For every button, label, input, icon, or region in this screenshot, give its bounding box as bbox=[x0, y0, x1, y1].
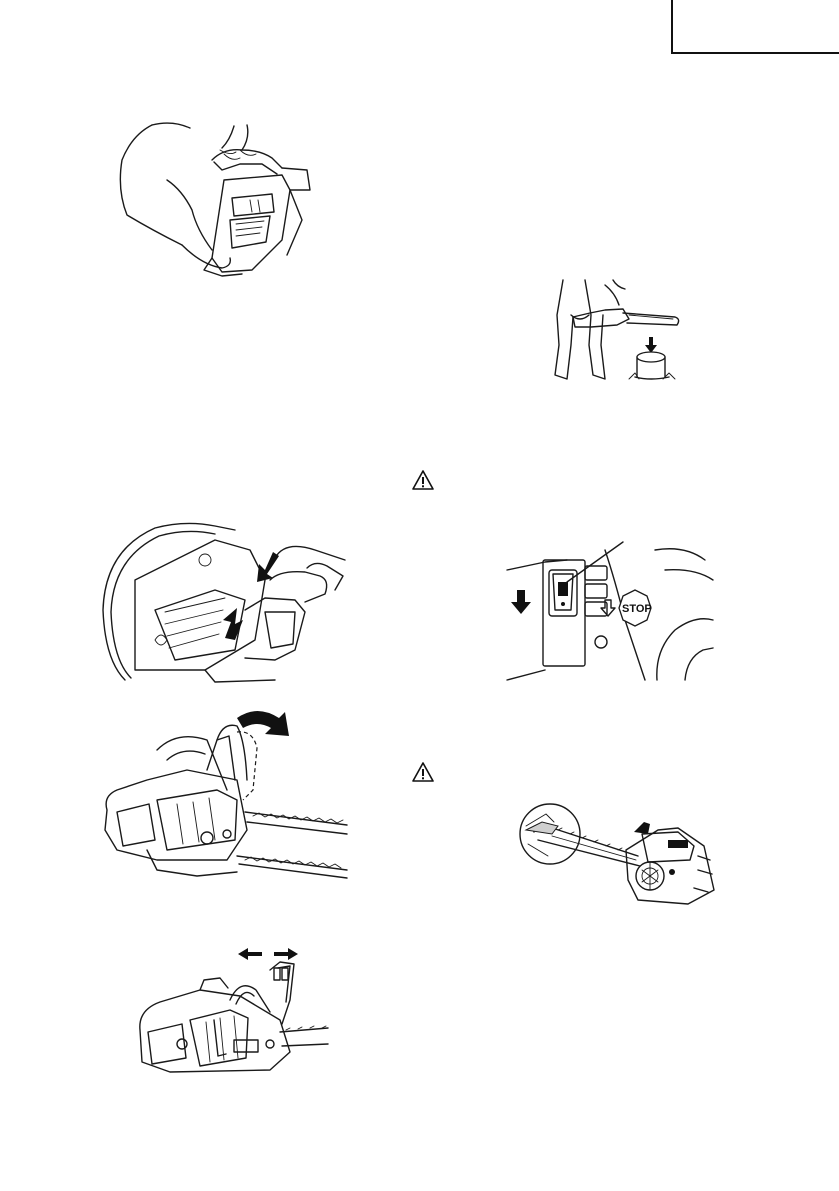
stop-sign-text: STOP bbox=[622, 603, 652, 615]
fig-operator-stump-cut bbox=[545, 275, 695, 385]
warning-triangle-icon bbox=[412, 762, 434, 782]
fig-chain-brake-lever-forward bbox=[97, 700, 347, 890]
fig-handle-grip-arrows bbox=[95, 520, 355, 690]
fig-front-guard-slide bbox=[130, 940, 330, 1080]
fig-stop-switch-panel: STOP bbox=[505, 540, 715, 685]
language-tab bbox=[671, 0, 839, 54]
warning-triangle-icon bbox=[412, 470, 434, 490]
fig-hands-holding-saw-engine bbox=[112, 120, 312, 280]
fig-bar-tip-kickback-zone bbox=[518, 800, 718, 910]
